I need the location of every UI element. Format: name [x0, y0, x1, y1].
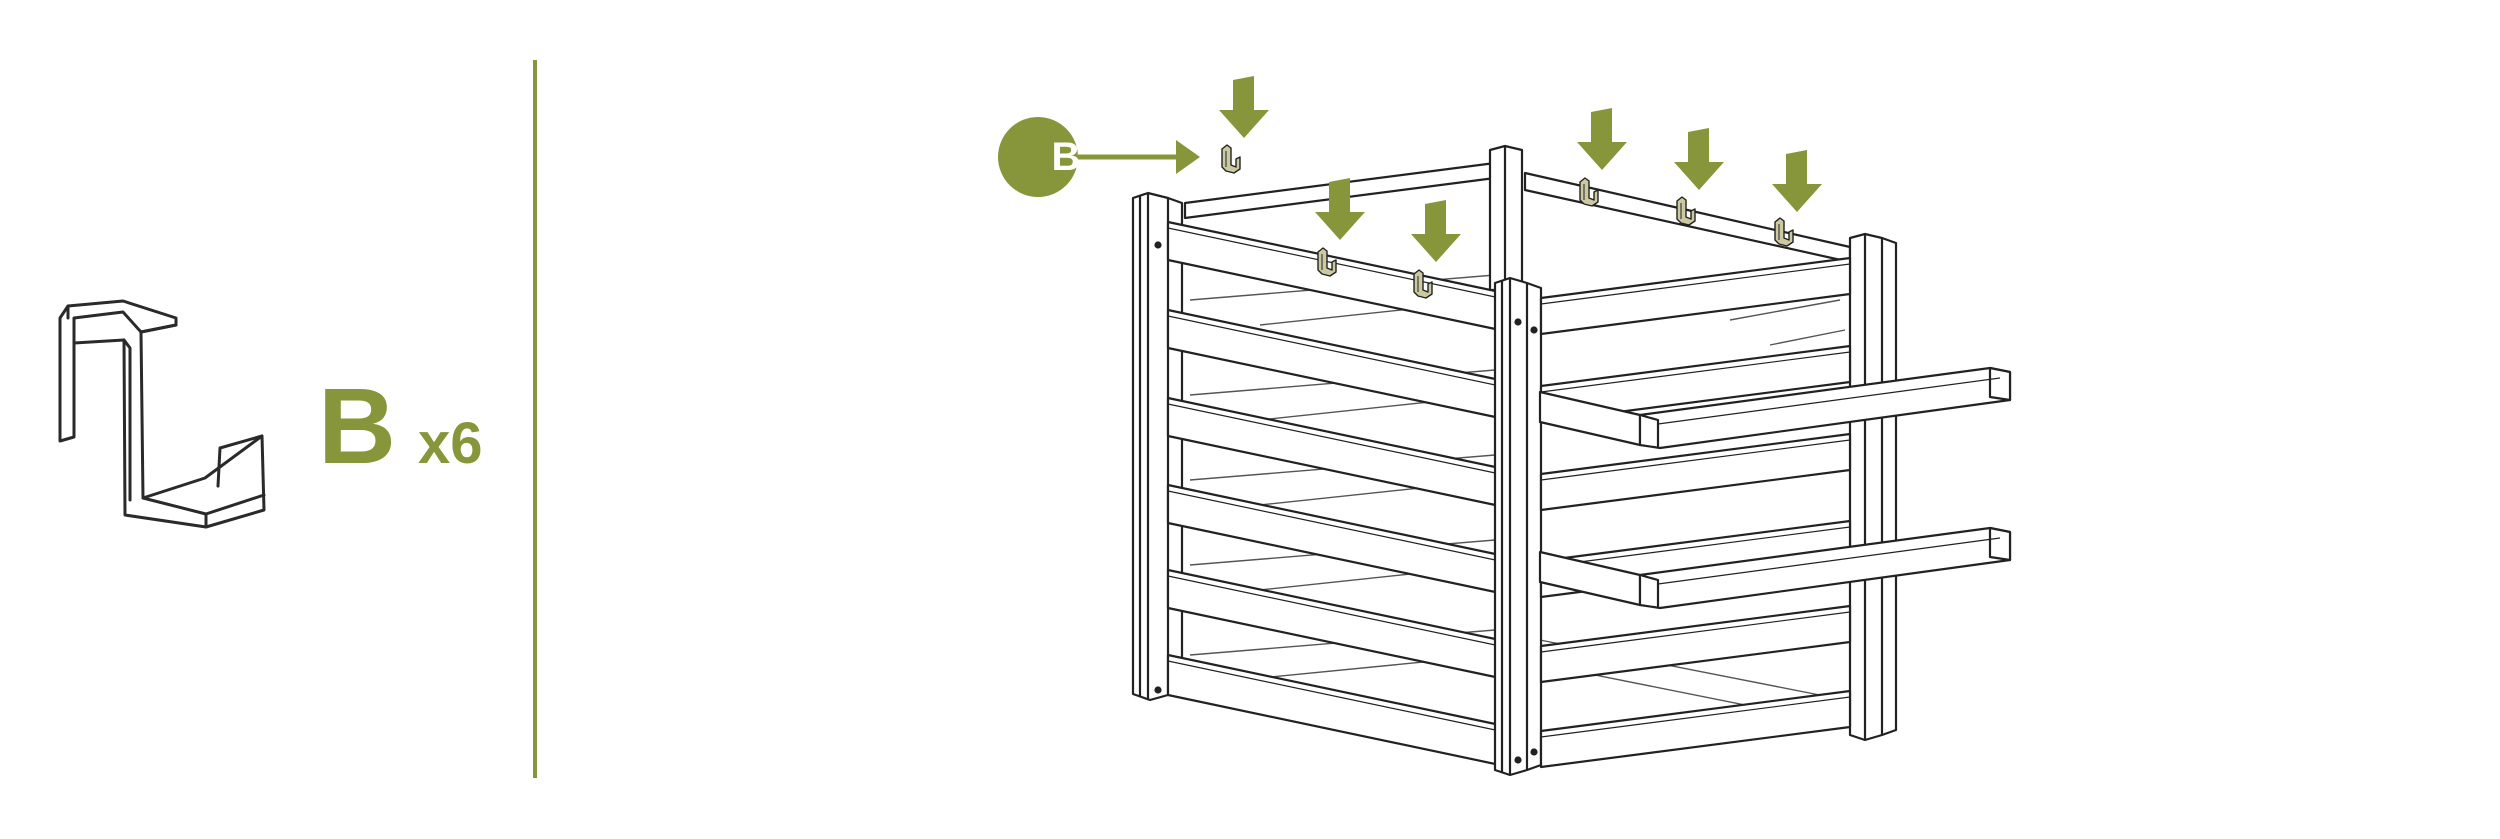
part-letter: B — [318, 365, 396, 486]
hook-bracket-icon — [58, 299, 266, 529]
callout-letter: B — [1051, 135, 1081, 179]
compost-bin-frame — [1131, 144, 2012, 777]
part-quantity: x6 — [418, 411, 483, 476]
right-arrow-icon — [1176, 140, 1200, 174]
callout-b — [998, 117, 1200, 197]
